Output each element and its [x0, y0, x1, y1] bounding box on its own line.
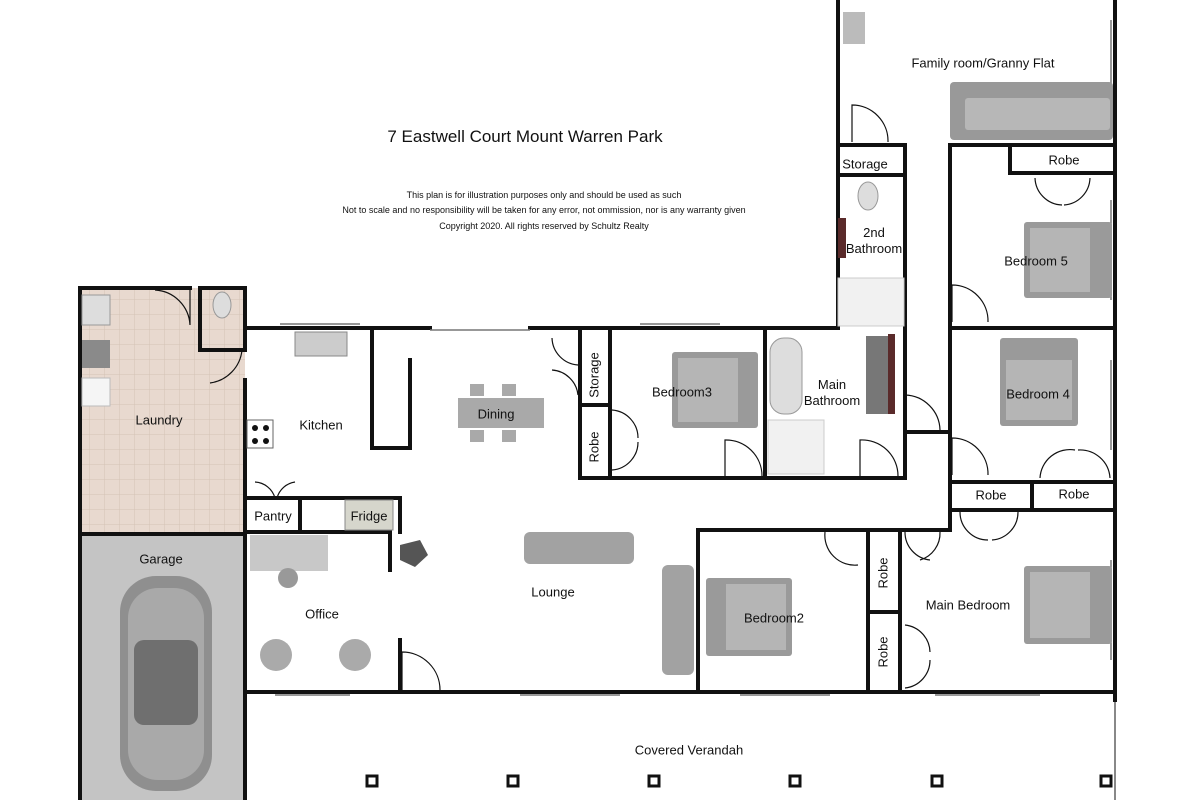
room-label-family-room: Family room/Granny Flat [911, 55, 1055, 71]
furniture [81, 12, 1113, 791]
room-label-bedroom3: Bedroom3 [652, 384, 712, 400]
covered-verandah-outline [244, 692, 1116, 800]
room-label-robe-main-upper: Robe [875, 557, 891, 589]
room-label-robe-main-lower: Robe [875, 636, 891, 668]
walls [78, 0, 1117, 802]
room-label-bedroom4: Bedroom 4 [1006, 386, 1070, 402]
disclaimer-line-2: Not to scale and no responsibility will … [342, 205, 746, 215]
room-label-office: Office [305, 606, 339, 622]
disclaimer-line-3: Copyright 2020. All rights reserved by S… [439, 221, 649, 231]
room-label-covered-verandah: Covered Verandah [634, 742, 744, 758]
room-label-robe-right: Robe [1058, 486, 1090, 502]
room-label-bedroom2: Bedroom2 [744, 610, 804, 626]
room-label-garage: Garage [139, 551, 183, 567]
room-label-main-bedroom: Main Bedroom [925, 597, 1011, 613]
room-label-robe-left: Robe [975, 487, 1007, 503]
room-label-bedroom5: Bedroom 5 [1004, 253, 1068, 269]
door-swings [154, 104, 1111, 691]
room-label-robe-bed3: Robe [586, 431, 602, 463]
room-label-lounge: Lounge [531, 584, 575, 600]
plan-title: 7 Eastwell Court Mount Warren Park [387, 127, 663, 146]
room-label-main-bathroom: Main Bathroom [803, 377, 861, 408]
room-label-dining: Dining [477, 406, 515, 422]
room-label-storage-top: Storage [842, 156, 888, 172]
laundry-floor [80, 288, 245, 534]
room-label-kitchen: Kitchen [299, 417, 343, 433]
room-label-fridge: Fridge [350, 508, 388, 524]
disclaimer-line-1: This plan is for illustration purposes o… [406, 190, 682, 200]
room-label-storage-side: Storage [586, 352, 602, 398]
windows [275, 20, 1112, 696]
verandah-posts [365, 774, 1113, 788]
room-label-2nd-bathroom: 2nd Bathroom [845, 225, 903, 256]
room-label-pantry: Pantry [254, 508, 292, 524]
room-label-laundry: Laundry [135, 412, 183, 428]
room-label-robe-bed5: Robe [1048, 152, 1080, 168]
